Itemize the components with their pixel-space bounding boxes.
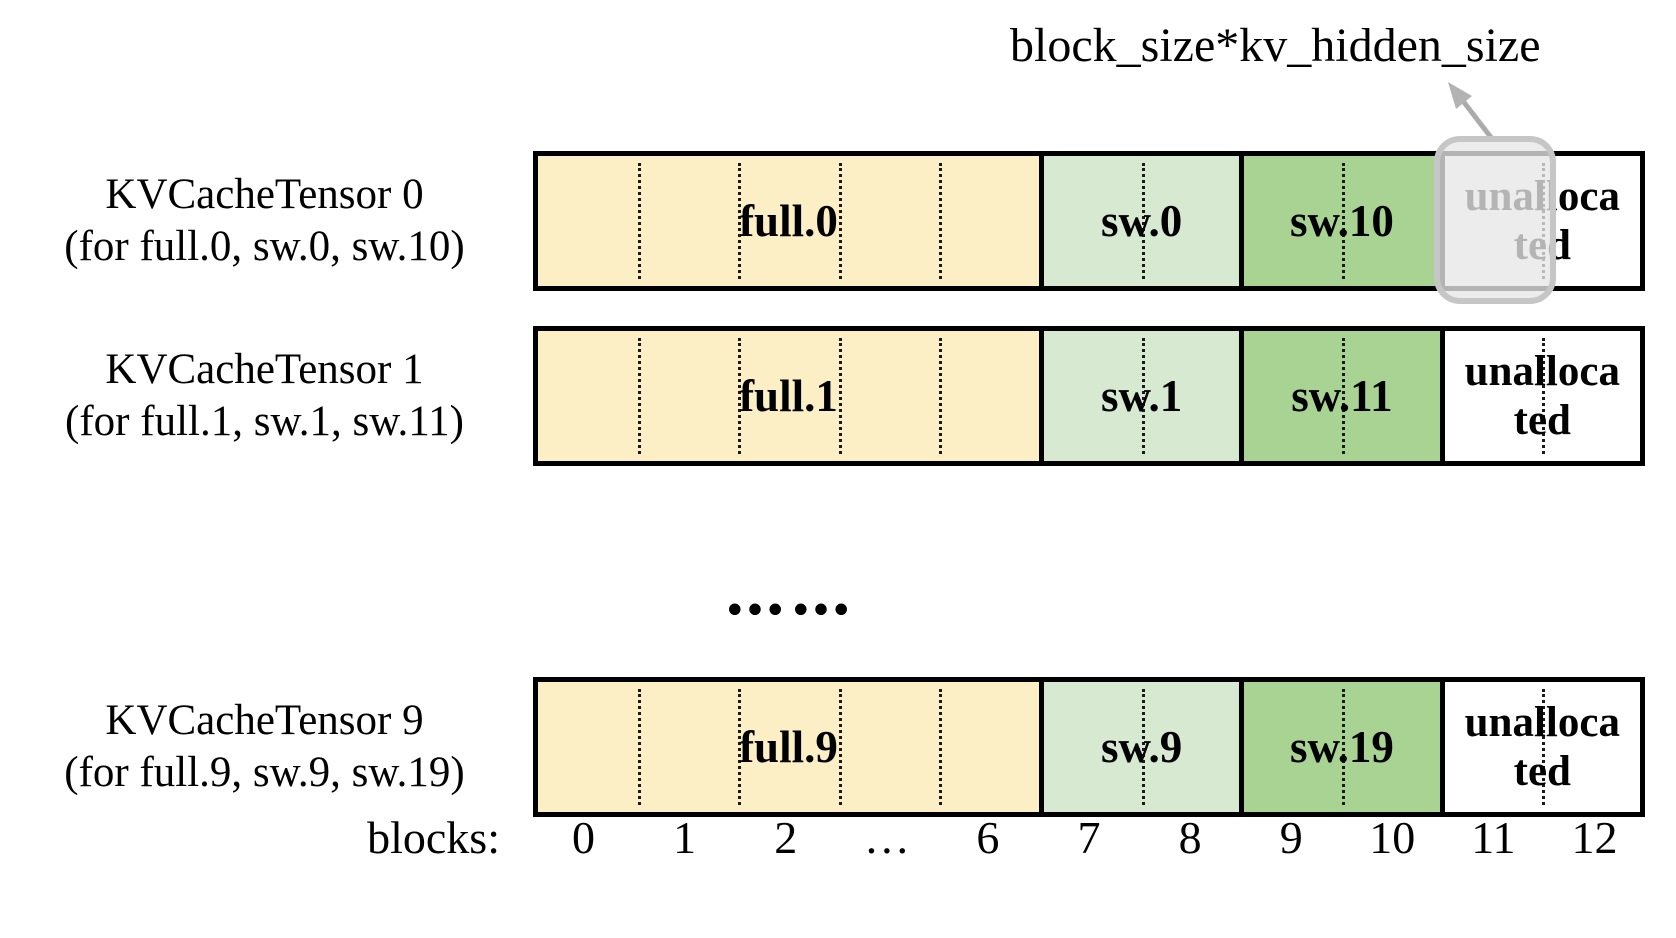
more-tensors-ellipsis: …… [724,555,856,629]
block-divider [1141,689,1145,805]
block-divider [1542,338,1546,454]
tensor-9-segment-full: full.9 [538,682,1039,812]
block-divider [838,338,842,454]
block-divider [838,689,842,805]
tensor-9-bar: full.9 sw.9 sw.19 unalloca ted [533,677,1645,817]
block-divider [638,689,642,805]
block-divider [1341,338,1345,454]
block-divider [638,338,642,454]
segment-label: full.0 [739,196,838,246]
tensor-9-subtitle: (for full.9, sw.9, sw.19) [64,749,465,796]
segment-label: sw.0 [1100,196,1183,246]
block-tick: 11 [1471,811,1516,863]
tensor-1-segment-full: full.1 [538,331,1039,461]
segment-label: unalloca ted [1464,698,1620,795]
block-divider [1141,163,1145,279]
block-divider [838,163,842,279]
segment-label: sw.1 [1100,371,1183,421]
tensor-0-label: KVCacheTensor 0 (for full.0, sw.0, sw.10… [12,151,517,291]
tensor-row-9: KVCacheTensor 9 (for full.9, sw.9, sw.19… [0,677,1676,817]
block-tick: 9 [1279,811,1303,863]
tensor-0-segment-sw-early: sw.0 [1038,156,1240,286]
segment-label: unalloca ted [1464,347,1620,444]
block-divider [1341,689,1345,805]
segment-label: sw.19 [1290,722,1394,772]
block-divider [738,689,742,805]
block-divider [1341,163,1345,279]
block-divider [738,163,742,279]
block-tick: 6 [976,811,1000,863]
tensor-0-name: KVCacheTensor 0 [105,170,424,218]
block-tick: 2 [774,811,798,863]
segment-label: sw.9 [1100,722,1183,772]
block-divider [938,338,942,454]
tensor-9-segment-sw-late: sw.19 [1239,682,1440,812]
tensor-0-segment-sw-late: sw.10 [1239,156,1440,286]
block-tick: 12 [1571,811,1618,863]
tensor-1-name: KVCacheTensor 1 [105,345,424,393]
tensor-1-segment-unallocated: unalloca ted [1439,331,1640,461]
tensor-9-segment-unallocated: unalloca ted [1439,682,1640,812]
block-tick: 10 [1369,811,1416,863]
segment-label: full.1 [739,371,838,421]
block-tick: 7 [1077,811,1101,863]
blocks-axis-label: blocks: [367,811,500,863]
block-divider [1542,689,1546,805]
block-tick: … [863,811,910,863]
block-divider [938,689,942,805]
segment-label: sw.11 [1291,371,1393,421]
block-tick: 0 [572,811,596,863]
tensor-0-segment-full: full.0 [538,156,1039,286]
tensor-9-label: KVCacheTensor 9 (for full.9, sw.9, sw.19… [12,677,517,817]
blocks-axis-ticks: 0 1 2 … 6 7 8 9 10 11 12 [533,798,1645,876]
tensor-9-name: KVCacheTensor 9 [105,696,424,744]
highlighted-block [1434,136,1556,304]
tensor-1-subtitle: (for full.1, sw.1, sw.11) [65,398,464,445]
tensor-row-0: KVCacheTensor 0 (for full.0, sw.0, sw.10… [0,151,1676,291]
blocks-axis: blocks: 0 1 2 … 6 7 8 9 10 11 12 [0,798,1676,876]
block-divider [1141,338,1145,454]
tensor-1-bar: full.1 sw.1 sw.11 unalloca ted [533,326,1645,466]
block-divider [638,163,642,279]
tensor-1-label: KVCacheTensor 1 (for full.1, sw.1, sw.11… [12,326,517,466]
block-divider [738,338,742,454]
tensor-9-segment-sw-early: sw.9 [1038,682,1240,812]
tensor-row-1: KVCacheTensor 1 (for full.1, sw.1, sw.11… [0,326,1676,466]
segment-label: sw.10 [1290,196,1394,246]
block-size-annotation: block_size*kv_hidden_size [1010,19,1541,72]
segment-label: full.9 [739,722,838,772]
block-divider [938,163,942,279]
tensor-1-segment-sw-late: sw.11 [1239,331,1440,461]
tensor-1-segment-sw-early: sw.1 [1038,331,1240,461]
tensor-0-subtitle: (for full.0, sw.0, sw.10) [64,223,465,270]
block-tick: 8 [1178,811,1202,863]
block-tick: 1 [673,811,697,863]
